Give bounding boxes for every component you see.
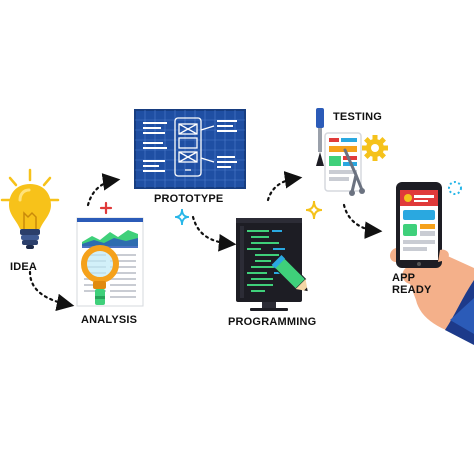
step-label-idea: IDEA — [10, 261, 38, 273]
connector-prototype-programming — [191, 215, 237, 252]
step-label-app-ready: APP READY — [392, 272, 432, 296]
step-label-app-ready-line1: APP — [392, 272, 416, 284]
connector-analysis-prototype — [86, 173, 121, 207]
step-label-analysis: ANALYSIS — [81, 314, 138, 326]
step-label-testing: TESTING — [333, 111, 383, 123]
connector-programming-testing — [266, 171, 303, 202]
connector-testing-app — [342, 203, 383, 239]
blueprint-icon — [134, 109, 246, 189]
step-label-programming: PROGRAMMING — [228, 316, 317, 328]
step-label-app-ready-line2: READY — [392, 284, 432, 296]
plus-sparkle-icon — [99, 201, 113, 215]
lightbulb-icon — [0, 168, 60, 249]
hand-phone-icon — [390, 182, 474, 345]
star-sparkle-icon — [174, 208, 190, 226]
tools-gear-icon — [316, 108, 388, 196]
star-sparkle-icon — [305, 200, 323, 220]
code-monitor-icon — [236, 218, 308, 311]
magnifier-report-icon — [76, 217, 144, 307]
step-label-prototype: PROTOTYPE — [154, 193, 224, 205]
connector-idea-analysis — [28, 270, 75, 312]
dotted-circle-icon — [448, 181, 462, 195]
